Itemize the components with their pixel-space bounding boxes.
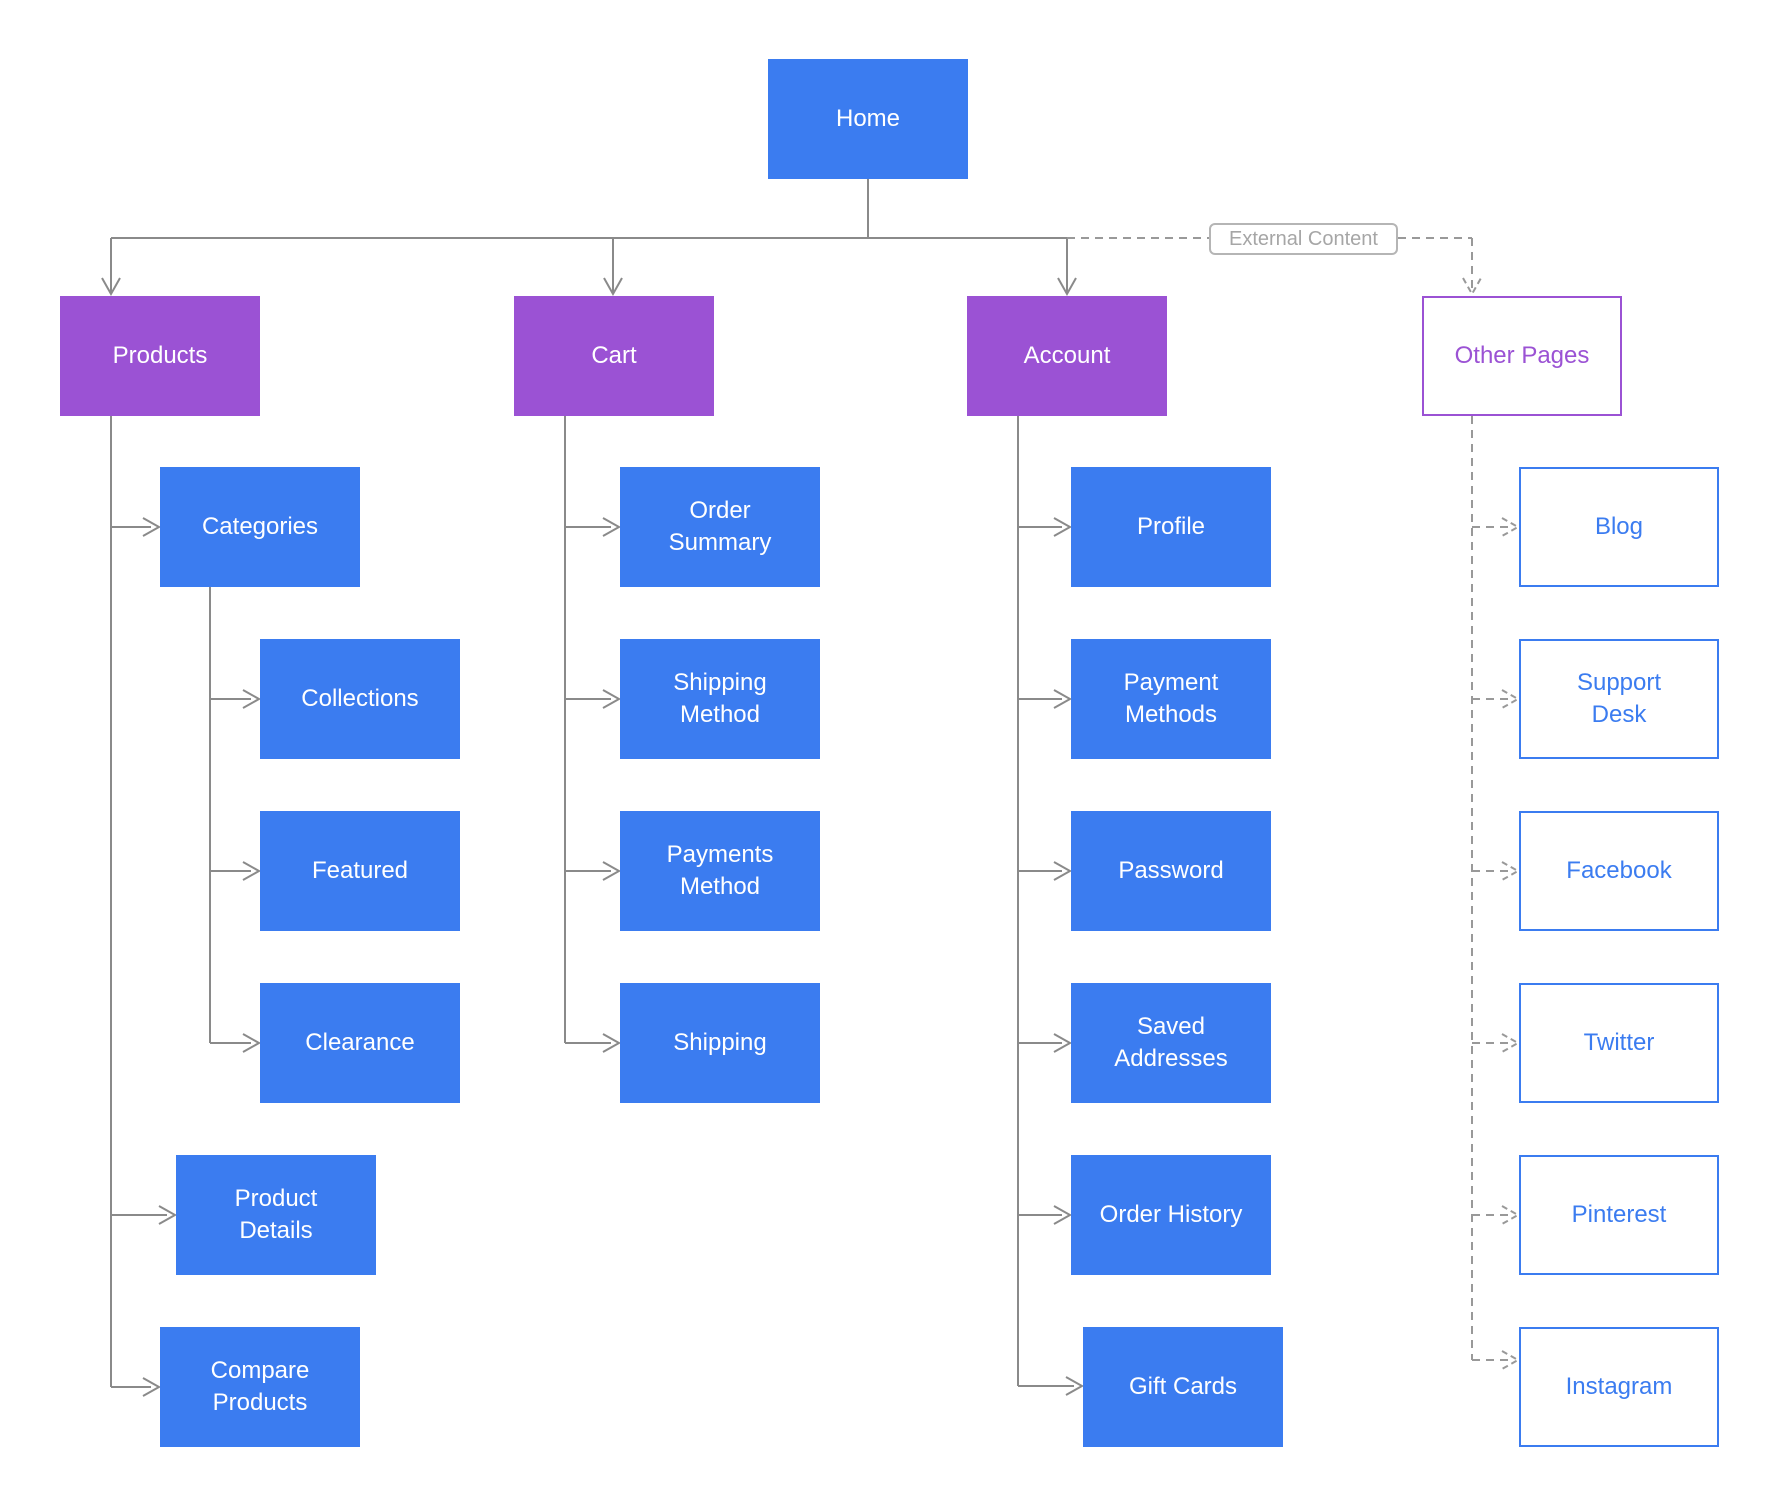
node-account[interactable]: Account bbox=[967, 296, 1167, 416]
node-clearance[interactable]: Clearance bbox=[260, 983, 460, 1103]
node-facebook[interactable]: Facebook bbox=[1519, 811, 1719, 931]
node-featured[interactable]: Featured bbox=[260, 811, 460, 931]
external-content-edge-label: External Content bbox=[1209, 223, 1398, 255]
node-products[interactable]: Products bbox=[60, 296, 260, 416]
node-instagram[interactable]: Instagram bbox=[1519, 1327, 1719, 1447]
node-gift-cards[interactable]: Gift Cards bbox=[1083, 1327, 1283, 1447]
node-twitter[interactable]: Twitter bbox=[1519, 983, 1719, 1103]
dashed-connectors bbox=[1067, 237, 1510, 1361]
solid-arrowheads bbox=[101, 277, 1085, 1397]
node-payments-method[interactable]: Payments Method bbox=[620, 811, 820, 931]
node-cart[interactable]: Cart bbox=[514, 296, 714, 416]
node-support-desk[interactable]: Support Desk bbox=[1519, 639, 1719, 759]
node-other-pages[interactable]: Other Pages bbox=[1422, 296, 1622, 416]
node-saved-addresses[interactable]: Saved Addresses bbox=[1071, 983, 1271, 1103]
node-payment-methods[interactable]: Payment Methods bbox=[1071, 639, 1271, 759]
node-order-history[interactable]: Order History bbox=[1071, 1155, 1271, 1275]
node-shipping-method[interactable]: Shipping Method bbox=[620, 639, 820, 759]
node-shipping[interactable]: Shipping bbox=[620, 983, 820, 1103]
node-product-details[interactable]: Product Details bbox=[176, 1155, 376, 1275]
node-home[interactable]: Home bbox=[768, 59, 968, 179]
node-password[interactable]: Password bbox=[1071, 811, 1271, 931]
node-compare-products[interactable]: Compare Products bbox=[160, 1327, 360, 1447]
node-categories[interactable]: Categories bbox=[160, 467, 360, 587]
solid-connectors bbox=[110, 179, 1074, 1388]
node-profile[interactable]: Profile bbox=[1071, 467, 1271, 587]
node-order-summary[interactable]: Order Summary bbox=[620, 467, 820, 587]
node-collections[interactable]: Collections bbox=[260, 639, 460, 759]
node-pinterest[interactable]: Pinterest bbox=[1519, 1155, 1719, 1275]
node-blog[interactable]: Blog bbox=[1519, 467, 1719, 587]
